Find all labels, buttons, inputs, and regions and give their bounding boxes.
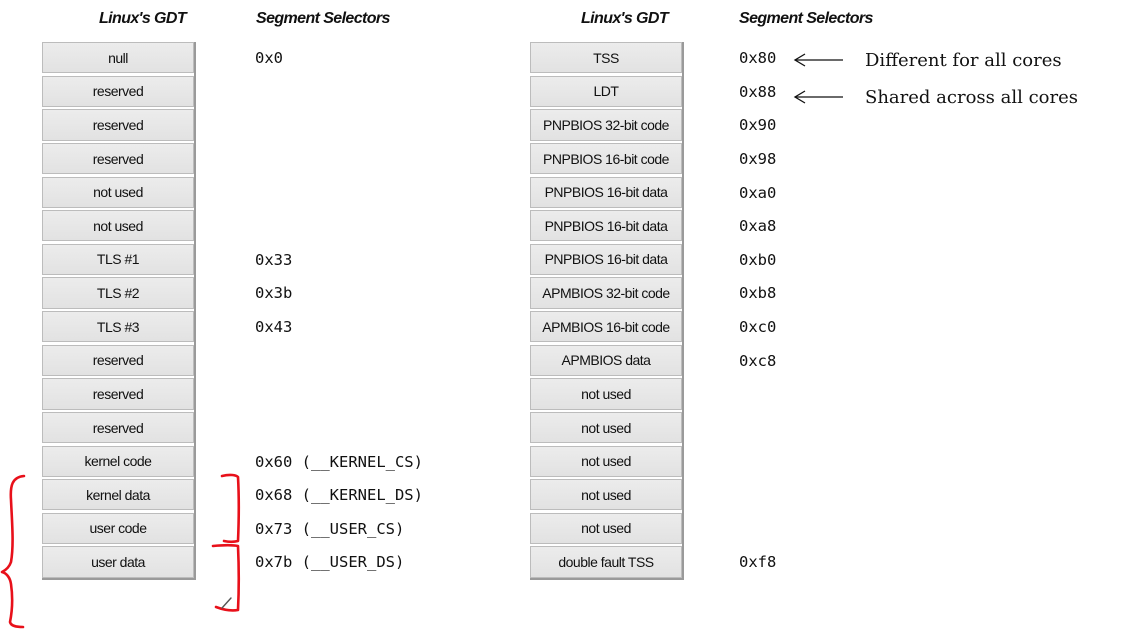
segment-selector: 0x68 (__KERNEL_DS) [255, 486, 423, 505]
user-bracket-annotation [211, 543, 241, 612]
segment-selector: 0x88 [739, 82, 777, 101]
segment-selector: 0x3b [255, 284, 293, 303]
gdt-entry: not used [42, 210, 194, 242]
gdt-entry: TSS [530, 42, 682, 74]
gdt-entry: user data [42, 546, 194, 578]
gdt-entry: reserved [42, 344, 194, 376]
gdt-entry: reserved [42, 411, 194, 444]
curly-brace-annotation [0, 474, 26, 629]
ldt-note: Shared across all cores [865, 87, 1078, 108]
pencil-mark-annotation [221, 597, 232, 609]
gdt-entry: APMBIOS 16-bit code [530, 311, 682, 343]
gdt-entry: TLS #2 [42, 277, 194, 309]
tss-note: Different for all cores [865, 50, 1062, 71]
segment-selector: 0x73 (__USER_CS) [255, 519, 405, 538]
gdt-entry: PNPBIOS 16-bit data [530, 210, 682, 242]
gdt-entry: not used [530, 411, 682, 444]
segment-selector: 0xb8 [739, 284, 777, 303]
gdt-entry: PNPBIOS 16-bit data [530, 176, 682, 208]
segment-selector: 0x43 [255, 318, 293, 337]
segment-selector: 0x98 [739, 149, 777, 168]
gdt-entry: APMBIOS data [530, 344, 682, 376]
left-gdt-header: Linux's GDT [99, 10, 187, 27]
segment-selector: 0x80 [739, 49, 777, 67]
kernel-bracket-annotation [220, 473, 241, 544]
segment-selector: 0xc0 [739, 318, 777, 337]
gdt-entry: kernel data [42, 479, 194, 511]
gdt-entry: reserved [42, 378, 194, 410]
left-selectors-header: Segment Selectors [256, 10, 390, 27]
gdt-entry: not used [530, 445, 682, 477]
gdt-entry: PNPBIOS 16-bit data [530, 243, 682, 276]
gdt-entry: PNPBIOS 32-bit code [530, 109, 682, 141]
gdt-entry: TLS #1 [42, 243, 194, 276]
left-arrow-icon [793, 53, 843, 67]
segment-selector: 0x7b (__USER_DS) [255, 553, 405, 572]
gdt-entry: LDT [530, 75, 682, 107]
segment-selector: 0xa0 [739, 183, 777, 202]
segment-selector: 0xf8 [739, 553, 777, 572]
gdt-entry: not used [530, 378, 682, 410]
right-gdt-header: Linux's GDT [581, 10, 669, 27]
gdt-entry: APMBIOS 32-bit code [530, 277, 682, 309]
segment-selector: 0x90 [739, 116, 777, 135]
gdt-entry: PNPBIOS 16-bit code [530, 142, 682, 175]
segment-selector: 0x0 [255, 49, 283, 67]
segment-selector: 0x33 [255, 250, 293, 269]
gdt-entry: double fault TSS [530, 546, 682, 578]
gdt-entry: not used [42, 176, 194, 208]
segment-selector: 0xb0 [739, 250, 777, 269]
segment-selector: 0x60 (__KERNEL_CS) [255, 452, 423, 471]
segment-selector: 0xa8 [739, 217, 777, 236]
gdt-entry: reserved [42, 75, 194, 107]
gdt-entry: kernel code [42, 445, 194, 477]
gdt-entry: reserved [42, 142, 194, 175]
right-selectors-header: Segment Selectors [739, 10, 873, 27]
segment-selector: 0xc8 [739, 351, 777, 370]
gdt-entry: null [42, 42, 194, 74]
left-arrow-icon [793, 90, 843, 104]
gdt-entry: not used [530, 512, 682, 545]
gdt-entry: not used [530, 479, 682, 511]
gdt-entry: reserved [42, 109, 194, 141]
gdt-entry: TLS #3 [42, 311, 194, 343]
gdt-entry: user code [42, 512, 194, 545]
